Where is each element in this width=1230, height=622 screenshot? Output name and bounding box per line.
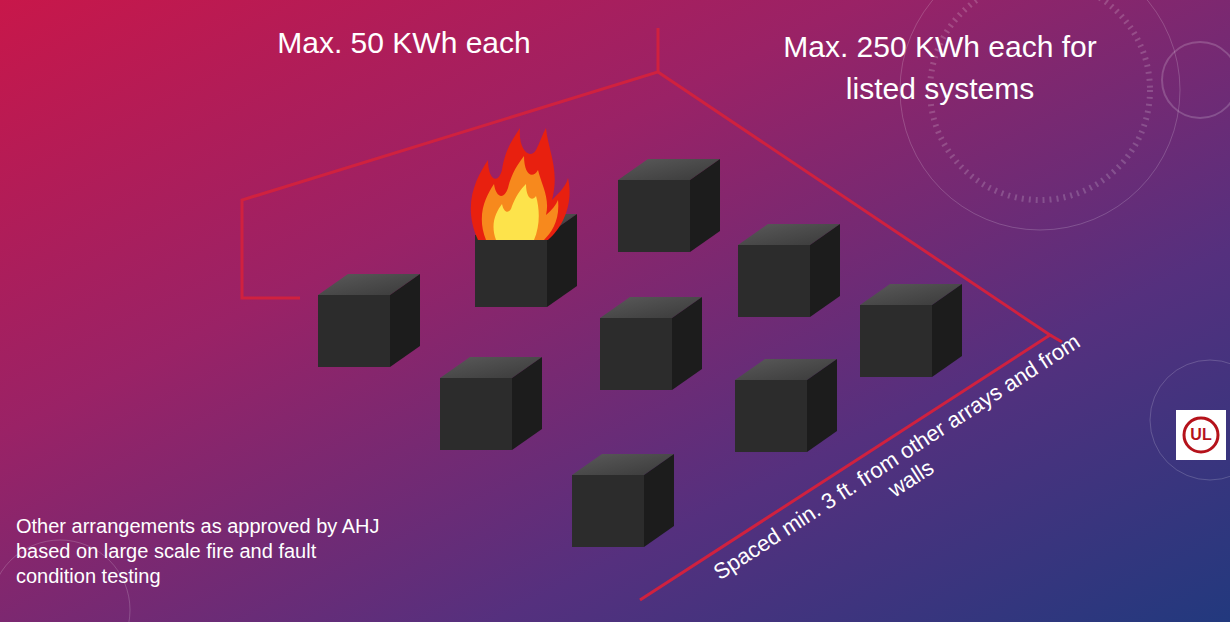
battery-cube [318,274,420,367]
battery-cube [572,454,674,547]
battery-cube [618,159,720,252]
capacity-note: Max. 250 KWh each for listed systems [760,26,1120,110]
capacity-note: Max. 50 KWh each [277,26,530,60]
logo-text: UL [1190,426,1211,444]
battery-cube [860,284,962,377]
approval-note: Other arrangements as approved by AHJ ba… [16,514,386,589]
ul-logo [1176,410,1226,460]
battery-cube [738,224,840,317]
battery-cube [735,359,837,452]
array-bracket [242,28,1062,600]
fire [471,128,570,240]
battery-cube [600,297,702,390]
battery-cube [440,357,542,450]
